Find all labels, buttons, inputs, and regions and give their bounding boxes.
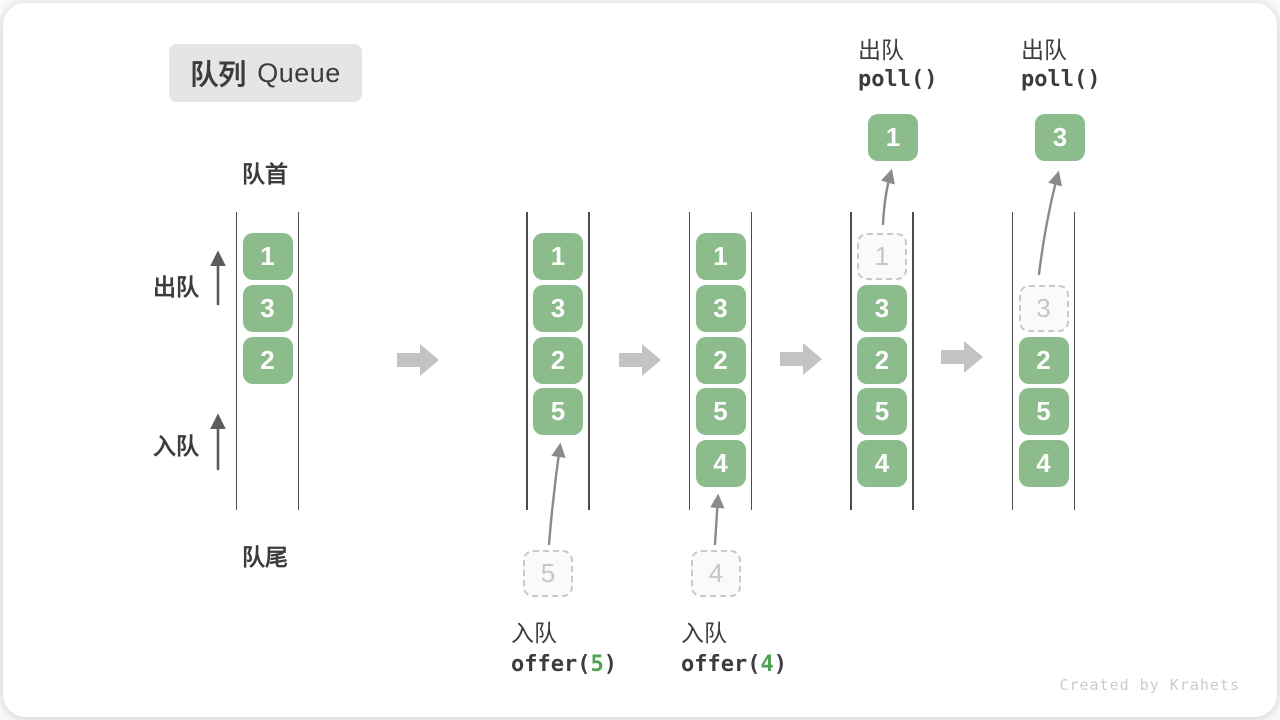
queue-item: 5 — [1018, 388, 1069, 436]
queue-item: 4 — [695, 440, 746, 488]
extracted-item: 3 — [1035, 114, 1085, 161]
dequeue-op-label: 出队 — [1021, 37, 1067, 63]
dequeue-op-label: 出队 — [858, 37, 904, 63]
enqueue-op-label: 入队 — [681, 620, 727, 646]
queue-item: 3 — [857, 284, 907, 332]
queue-wall-line — [750, 212, 753, 510]
queue-item: 5 — [695, 388, 746, 436]
queue-wall-line — [297, 212, 300, 510]
queue-item: 2 — [1018, 336, 1069, 384]
queue-item: 1 — [533, 233, 583, 280]
incoming-item-ghost: 4 — [691, 550, 741, 597]
queue-wall-line — [688, 212, 691, 510]
queue-wall-line — [526, 212, 528, 510]
queue-item: 1 — [242, 233, 293, 280]
queue-item: 5 — [533, 388, 583, 436]
enqueue-op-code: offer(4) — [681, 652, 787, 677]
queue-wall-line — [850, 212, 852, 510]
queue-item: 4 — [857, 440, 907, 488]
queue-item-ghost: 3 — [1018, 284, 1069, 332]
extracted-item: 1 — [868, 114, 918, 161]
watermark: Created by Krahets — [1059, 676, 1240, 694]
queue-wall-line — [235, 212, 238, 510]
queue-item: 2 — [857, 336, 907, 384]
queue-wall-line — [1011, 212, 1014, 510]
figure-card — [3, 3, 1277, 717]
queue-item: 3 — [695, 284, 746, 332]
dequeue-op-code: poll() — [1021, 67, 1101, 92]
enqueue-op-label: 入队 — [511, 620, 557, 646]
title-en: Queue — [257, 57, 341, 88]
queue-item: 5 — [857, 388, 907, 436]
queue-item: 2 — [695, 336, 746, 384]
enqueue-direction-label: 入队 — [153, 433, 199, 459]
queue-item: 2 — [242, 336, 293, 384]
dequeue-op-code: poll() — [858, 67, 938, 92]
enqueue-op-code: offer(5) — [511, 652, 617, 677]
queue-wall-line — [1073, 212, 1076, 510]
queue-item: 3 — [242, 284, 293, 332]
queue-front-label: 队首 — [242, 161, 288, 187]
op-argument: 4 — [760, 652, 774, 677]
queue-item-ghost: 1 — [857, 233, 907, 280]
queue-item: 4 — [1018, 440, 1069, 488]
op-argument: 5 — [590, 652, 604, 677]
dequeue-direction-label: 出队 — [153, 274, 199, 300]
incoming-item-ghost: 5 — [523, 550, 573, 597]
queue-item: 3 — [533, 284, 583, 332]
queue-item: 1 — [695, 233, 746, 280]
title-badge: 队列 Queue — [169, 44, 362, 102]
title-zh: 队列 — [190, 59, 247, 90]
queue-rear-label: 队尾 — [242, 544, 288, 570]
queue-wall-line — [912, 212, 914, 510]
queue-item: 2 — [533, 336, 583, 384]
queue-wall-line — [588, 212, 590, 510]
